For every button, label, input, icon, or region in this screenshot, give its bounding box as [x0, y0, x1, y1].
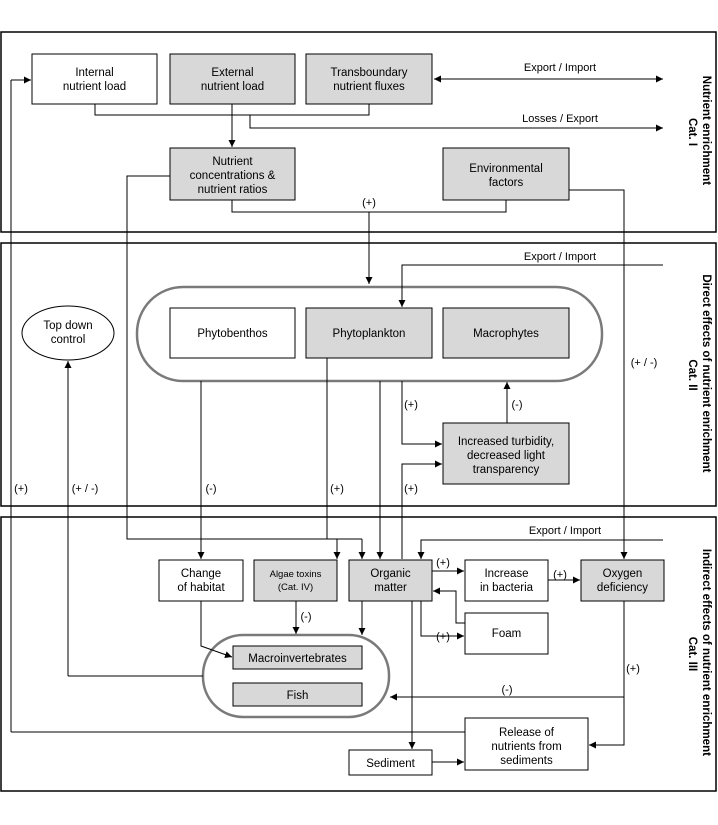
node-concentrations: [169, 147, 296, 201]
panel-cat2-title: Direct effects of nutrient enrichment Ca…: [686, 274, 712, 475]
arrow-habitat-to-fauna: [200, 601, 233, 658]
arrow-env-to-oxygen: [569, 189, 628, 559]
label-export-import-2: Export / Import: [524, 251, 596, 263]
arrow-organic-to-turbidity: [401, 460, 442, 559]
panel-cat2: [0, 242, 717, 507]
node-foam: [464, 612, 549, 655]
node-internal-load: [31, 53, 158, 105]
arrow-to-turbidity: [401, 381, 442, 448]
node-change-habitat: [158, 559, 244, 602]
arrow-oxygen-to-release: [589, 697, 625, 749]
panel-cat3: [0, 516, 717, 792]
label-losses-export: Losses / Export: [522, 113, 598, 125]
label-plus-organic: (+): [404, 483, 418, 495]
arrow-to-algae-toxins: [326, 358, 341, 559]
label-export-import-3: Export / Import: [529, 525, 601, 537]
label-minus-toxins: (-): [301, 611, 312, 623]
node-macrophytes-text: Macrophytes: [473, 328, 539, 340]
node-foam-text: Foam: [492, 628, 521, 640]
label-plus-left: (+): [14, 483, 28, 495]
label-minus-oxygen-fish: (-): [502, 684, 513, 696]
label-plus-env: (+): [362, 197, 376, 209]
arrow-export-import-2: [398, 264, 663, 307]
node-fish: [232, 682, 363, 707]
label-plus-oxygen: (+): [626, 663, 640, 675]
label-minus-turbidity: (-): [512, 399, 523, 411]
node-macroinvertebrates: [232, 645, 363, 670]
arrow-organic-to-foam: [420, 601, 464, 640]
label-plus-om-foam: (+): [436, 631, 450, 643]
node-external-load: [169, 53, 296, 105]
panel-cat1-title: Nutrient enrichment Cat. I: [686, 76, 712, 188]
node-turbidity: [442, 422, 570, 485]
node-macrophytes: [442, 307, 570, 359]
label-plus-bacteria-oxygen: (+): [553, 569, 567, 581]
node-organic-matter: [348, 559, 433, 602]
node-phytoplankton-text: Phytoplankton: [333, 328, 406, 340]
label-minus-benthos: (-): [206, 483, 217, 495]
panel-cat3-title: Indirect effects of nutrient enrichment …: [686, 549, 712, 759]
node-phytobenthos: [169, 307, 296, 359]
node-release: [464, 717, 589, 771]
node-phytobenthos-text: Phytobenthos: [197, 328, 268, 340]
conc-down-line: [126, 175, 362, 540]
arrow-export-import-3: [417, 539, 663, 559]
label-export-import-1: Export / Import: [524, 62, 596, 74]
node-macroinvertebrates-text: Macroinvertebrates: [248, 653, 347, 665]
label-plus-turbidity: (+): [404, 399, 418, 411]
node-algae-toxins: [253, 559, 338, 602]
label-plus-minus-right: (+ / -): [631, 357, 658, 369]
label-plus-om-bacteria: (+): [436, 557, 450, 569]
node-algae-toxins-text: Algae toxins(Cat. IV): [270, 569, 322, 593]
node-oxygen: [580, 559, 665, 602]
node-top-down: [21, 305, 115, 361]
node-phytoplankton: [305, 307, 433, 359]
arrow-foam-to-organic: [433, 587, 465, 624]
primary-producers-group: [135, 285, 604, 383]
node-sediment-text: Sediment: [366, 758, 415, 770]
node-fish-text: Fish: [287, 690, 309, 702]
node-transboundary: [305, 53, 433, 105]
node-bacteria: [464, 559, 549, 602]
arrow-losses-export: [232, 114, 663, 132]
panel-cat1: [0, 31, 717, 233]
label-plus-minus-topdown: (+ / -): [72, 483, 99, 495]
label-plus-plankton: (+): [330, 483, 344, 495]
